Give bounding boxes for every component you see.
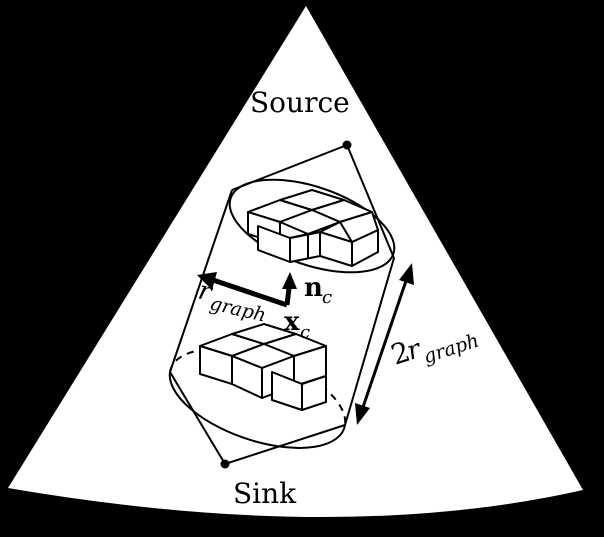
normal-arrow-shaft bbox=[284, 287, 292, 306]
radius-arrow-shaft bbox=[209, 276, 288, 308]
center-label-sub: c bbox=[300, 322, 310, 343]
center-label-main: x bbox=[284, 307, 300, 337]
sink-line-right bbox=[224, 424, 346, 465]
normal-label: n c bbox=[304, 273, 332, 308]
center-label: x c bbox=[284, 307, 310, 343]
normal-label-sub: c bbox=[322, 287, 332, 308]
height-arrow-head-bottom bbox=[355, 403, 370, 425]
height-arrow-head-top bbox=[399, 263, 414, 285]
height-arrow-shaft bbox=[360, 277, 409, 411]
top-voxel-cluster bbox=[247, 189, 379, 267]
cylinder-top-ellipse bbox=[228, 178, 396, 274]
cylinder-side-left bbox=[169, 189, 233, 373]
normal-arrow-head bbox=[282, 272, 297, 289]
sink-line-left bbox=[169, 371, 226, 465]
radius-arrow-head bbox=[197, 272, 217, 290]
bottom-voxel-cluster bbox=[199, 323, 327, 411]
source-label: Source bbox=[250, 86, 350, 119]
cylinder-bottom-front-arc bbox=[168, 371, 346, 449]
source-line-right bbox=[346, 144, 395, 259]
cylinder-side-right bbox=[344, 257, 395, 426]
normal-label-main: n bbox=[304, 273, 323, 303]
sink-label: Sink bbox=[233, 477, 297, 510]
